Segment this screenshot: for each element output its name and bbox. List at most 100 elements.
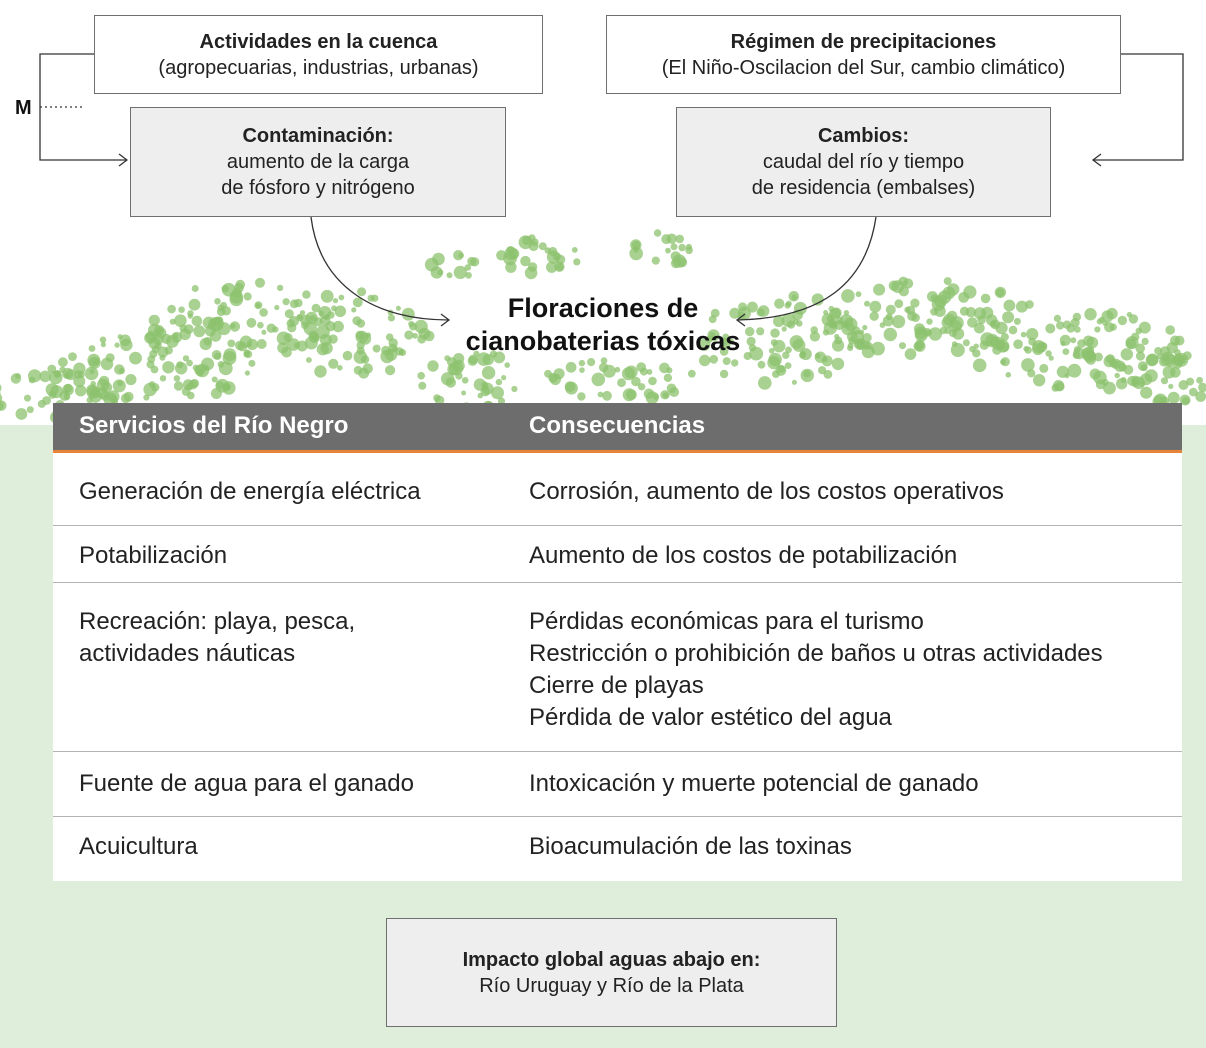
cyanobacteria-dot bbox=[992, 345, 1002, 355]
right-curved-arrowhead bbox=[735, 313, 746, 327]
cyanobacteria-dot bbox=[1008, 325, 1018, 335]
cyanobacteria-dot bbox=[709, 332, 716, 339]
cyanobacteria-dot bbox=[491, 386, 504, 400]
left-curved-arrowhead bbox=[440, 313, 451, 327]
cyanobacteria-dot bbox=[882, 315, 894, 327]
cyanobacteria-dot bbox=[434, 395, 445, 406]
contaminacion-line2: de fósforo y nitrógeno bbox=[221, 177, 415, 199]
cyanobacteria-dot bbox=[314, 365, 327, 378]
impacto-box: Impacto global aguas abajo en: Río Urugu… bbox=[386, 918, 837, 1027]
cyanobacteria-dot bbox=[862, 333, 872, 343]
cyanobacteria-dot bbox=[182, 355, 190, 362]
cyanobacteria-dot bbox=[823, 370, 833, 379]
cyanobacteria-dot bbox=[107, 390, 120, 403]
cyanobacteria-dot bbox=[1073, 346, 1081, 353]
cyanobacteria-dot bbox=[869, 311, 879, 321]
cyanobacteria-dot bbox=[719, 347, 729, 356]
cyanobacteria-dot bbox=[885, 304, 896, 315]
cyanobacteria-dot bbox=[316, 343, 329, 356]
cyanobacteria-dot bbox=[800, 351, 807, 357]
cyanobacteria-dot bbox=[179, 328, 191, 340]
right-curved-arrow bbox=[737, 216, 877, 321]
cyanobacteria-dot bbox=[461, 390, 467, 396]
header-consequences: Consecuencias bbox=[529, 412, 706, 439]
cyanobacteria-dot bbox=[602, 390, 612, 401]
cyanobacteria-dot bbox=[175, 362, 188, 375]
cyanobacteria-dot bbox=[1070, 337, 1077, 344]
cyanobacteria-dot bbox=[0, 400, 4, 411]
cyanobacteria-dot bbox=[781, 313, 796, 327]
cyanobacteria-dot bbox=[77, 371, 85, 378]
cyanobacteria-dot bbox=[423, 330, 435, 342]
cyanobacteria-dot bbox=[555, 254, 566, 265]
cyanobacteria-dot bbox=[299, 310, 306, 316]
cyanobacteria-dot bbox=[481, 366, 496, 380]
cyanobacteria-dot bbox=[68, 352, 77, 361]
cyanobacteria-dot bbox=[222, 381, 236, 395]
cyanobacteria-dot bbox=[1123, 364, 1134, 375]
cyanobacteria-dot bbox=[446, 272, 453, 279]
cyanobacteria-dot bbox=[1064, 373, 1070, 379]
cyanobacteria-dot bbox=[196, 369, 204, 377]
cyanobacteria-dot bbox=[408, 320, 415, 328]
cyanobacteria-dot bbox=[0, 393, 3, 403]
cyanobacteria-dot bbox=[148, 314, 160, 326]
cyanobacteria-dot bbox=[235, 279, 246, 290]
cyanobacteria-dot bbox=[888, 280, 900, 291]
cyanobacteria-dot bbox=[1135, 351, 1146, 361]
cyanobacteria-dot bbox=[159, 354, 166, 361]
cyanobacteria-dot bbox=[53, 370, 61, 377]
cyanobacteria-dot bbox=[489, 350, 498, 358]
floraciones-line2: cianobaterias tóxicas bbox=[465, 326, 741, 356]
cyanobacteria-dot bbox=[244, 350, 253, 359]
cyanobacteria-dot bbox=[652, 393, 660, 400]
cyanobacteria-dot bbox=[757, 360, 766, 369]
cyanobacteria-dot bbox=[772, 339, 786, 353]
cyanobacteria-dot bbox=[306, 357, 312, 363]
cyanobacteria-dot bbox=[294, 298, 303, 308]
cyanobacteria-dot bbox=[758, 376, 772, 390]
cyanobacteria-dot bbox=[105, 353, 115, 363]
cyanobacteria-dot bbox=[843, 310, 850, 316]
cyanobacteria-dot bbox=[1138, 380, 1145, 387]
regimen-subtitle: (El Niño-Oscilacion del Sur, cambio clim… bbox=[661, 56, 1066, 79]
cyanobacteria-dot bbox=[646, 369, 653, 375]
cyanobacteria-dot bbox=[302, 290, 311, 299]
cyanobacteria-dot bbox=[352, 297, 363, 308]
cyanobacteria-dot bbox=[504, 246, 518, 261]
cyanobacteria-dot bbox=[287, 323, 297, 333]
cyanobacteria-dot bbox=[910, 298, 920, 308]
cyanobacteria-dot bbox=[73, 375, 86, 388]
cyanobacteria-dot bbox=[1140, 386, 1153, 399]
cyanobacteria-dot bbox=[653, 229, 662, 237]
cyanobacteria-dot bbox=[1072, 351, 1081, 359]
cyanobacteria-dot bbox=[950, 343, 965, 357]
cyanobacteria-dot bbox=[648, 376, 657, 386]
cyanobacteria-dot bbox=[332, 320, 344, 333]
cyanobacteria-dot bbox=[1074, 326, 1081, 333]
cyanobacteria-dot bbox=[746, 336, 756, 346]
cyanobacteria-dot bbox=[129, 351, 142, 365]
cyanobacteria-dot bbox=[675, 234, 684, 244]
cyanobacteria-dot bbox=[1067, 363, 1082, 378]
cyanobacteria-dot bbox=[0, 384, 2, 392]
cyanobacteria-dot bbox=[75, 385, 87, 397]
cyanobacteria-dot bbox=[1165, 325, 1175, 335]
cyanobacteria-dot bbox=[796, 320, 803, 327]
cyanobacteria-dot bbox=[465, 272, 472, 279]
cyanobacteria-dot bbox=[39, 370, 51, 383]
cyanobacteria-dot bbox=[578, 359, 586, 367]
cyanobacteria-dot bbox=[214, 298, 221, 305]
cyanobacteria-dot bbox=[193, 325, 206, 338]
cyanobacteria-dot bbox=[643, 388, 655, 399]
cyanobacteria-dot bbox=[293, 342, 300, 349]
cyanobacteria-dot bbox=[670, 251, 681, 262]
cyanobacteria-dot bbox=[883, 327, 897, 342]
cyanobacteria-dot bbox=[1005, 372, 1012, 378]
cyanobacteria-dot bbox=[785, 346, 792, 354]
cyanobacteria-dot bbox=[1189, 387, 1198, 397]
cyanobacteria-dot bbox=[1089, 368, 1101, 380]
cyanobacteria-dot bbox=[261, 329, 267, 335]
cyanobacteria-dot bbox=[453, 250, 464, 261]
cyanobacteria-dot bbox=[1094, 326, 1101, 333]
